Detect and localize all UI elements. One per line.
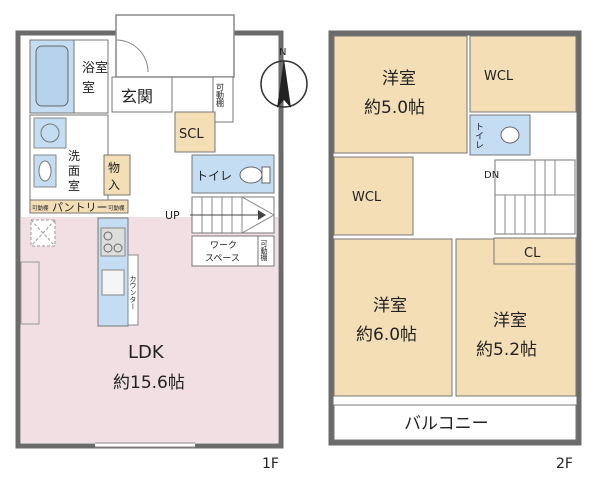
balcony-label: バルコニー — [404, 414, 489, 434]
sink — [101, 269, 125, 296]
up-label: UP — [165, 209, 180, 222]
counter-strip — [127, 254, 139, 326]
washing-machine — [33, 117, 67, 149]
floor2-outer-wall — [328, 30, 582, 446]
counter-label: カウンター — [129, 275, 137, 310]
wcl-mid-label: WCL — [352, 190, 382, 205]
closet-area — [103, 154, 131, 196]
pantry-shelf-right: 可動棚 — [108, 204, 125, 212]
movable-shelf-top — [212, 76, 234, 123]
workspace-area — [191, 235, 259, 267]
workspace-label: ワーク — [210, 240, 237, 251]
floor2-label: 2F — [556, 456, 573, 472]
compass-north-label: N — [279, 47, 286, 58]
toilet1-label: トイレ — [196, 169, 232, 183]
room3-size: 約5.2帖 — [476, 340, 537, 360]
bath-label-2: 室 — [82, 80, 95, 96]
floor1-plan: カウンター 浴室 室 洗 面 室 物 入 可動棚 パントリー 可動棚 玄関 — [15, 14, 284, 472]
wcl-top-label: WCL — [484, 69, 514, 84]
stove — [100, 227, 126, 257]
entrance-porch — [115, 14, 235, 78]
washroom-label-3: 室 — [68, 178, 80, 193]
washroom-label-2: 面 — [68, 164, 80, 178]
bath-room-floor — [73, 39, 109, 114]
floor1-label: 1F — [262, 456, 279, 472]
room2-name: 洋室 — [373, 296, 407, 316]
toilet2-area — [469, 114, 531, 156]
floor2-plan: 洋室 約5.0帖 WCL トイレ DN WCL 洋室 約6.0帖 — [328, 30, 582, 472]
toilet2-bowl — [500, 126, 520, 144]
pantry-shelf-left: 可動棚 — [32, 204, 49, 212]
balcony-area — [333, 404, 577, 441]
ldk-left-shelf — [20, 261, 40, 325]
scl-label: SCL — [179, 127, 204, 142]
scl-area — [174, 111, 216, 153]
toilet1-bowl — [239, 166, 263, 184]
entrance-area — [111, 76, 173, 113]
room1-size: 約5.0帖 — [364, 98, 425, 118]
bathtub — [35, 45, 69, 107]
dn-label: DN — [484, 170, 499, 181]
ldk-size: 約15.6帖 — [113, 373, 185, 393]
pantry-label: パントリー — [52, 201, 108, 214]
ldk-name: LDK — [128, 342, 165, 363]
wcl-top-area — [469, 35, 577, 113]
cl-label-overlay: CL — [524, 246, 541, 261]
compass: N — [260, 47, 308, 108]
pantry-area — [29, 199, 129, 214]
room3-area — [455, 238, 577, 397]
room3-name: 洋室 — [493, 311, 527, 331]
closet-label-2: 入 — [108, 178, 120, 192]
room2-area — [333, 238, 453, 397]
bath-label: 浴室 — [82, 60, 108, 76]
entrance-label: 玄関 — [121, 87, 153, 106]
compass-needle — [277, 59, 291, 108]
work-shelf-label: 可動棚 — [260, 240, 268, 262]
room1-area — [333, 35, 468, 154]
work-shelf — [257, 235, 275, 267]
closet-label: 物 — [108, 161, 120, 175]
room1-name: 洋室 — [382, 69, 416, 89]
floor2-stairs — [494, 159, 576, 235]
washroom-label: 洗 — [68, 149, 80, 163]
workspace-label-2: スペース — [205, 254, 240, 264]
movable-shelf-top-label: 可動棚 — [216, 83, 225, 108]
room2-size: 約6.0帖 — [356, 325, 417, 345]
wcl-mid-area — [333, 156, 414, 236]
floor1-stairs — [190, 196, 275, 234]
toilet2-label: トイレ — [473, 122, 484, 149]
